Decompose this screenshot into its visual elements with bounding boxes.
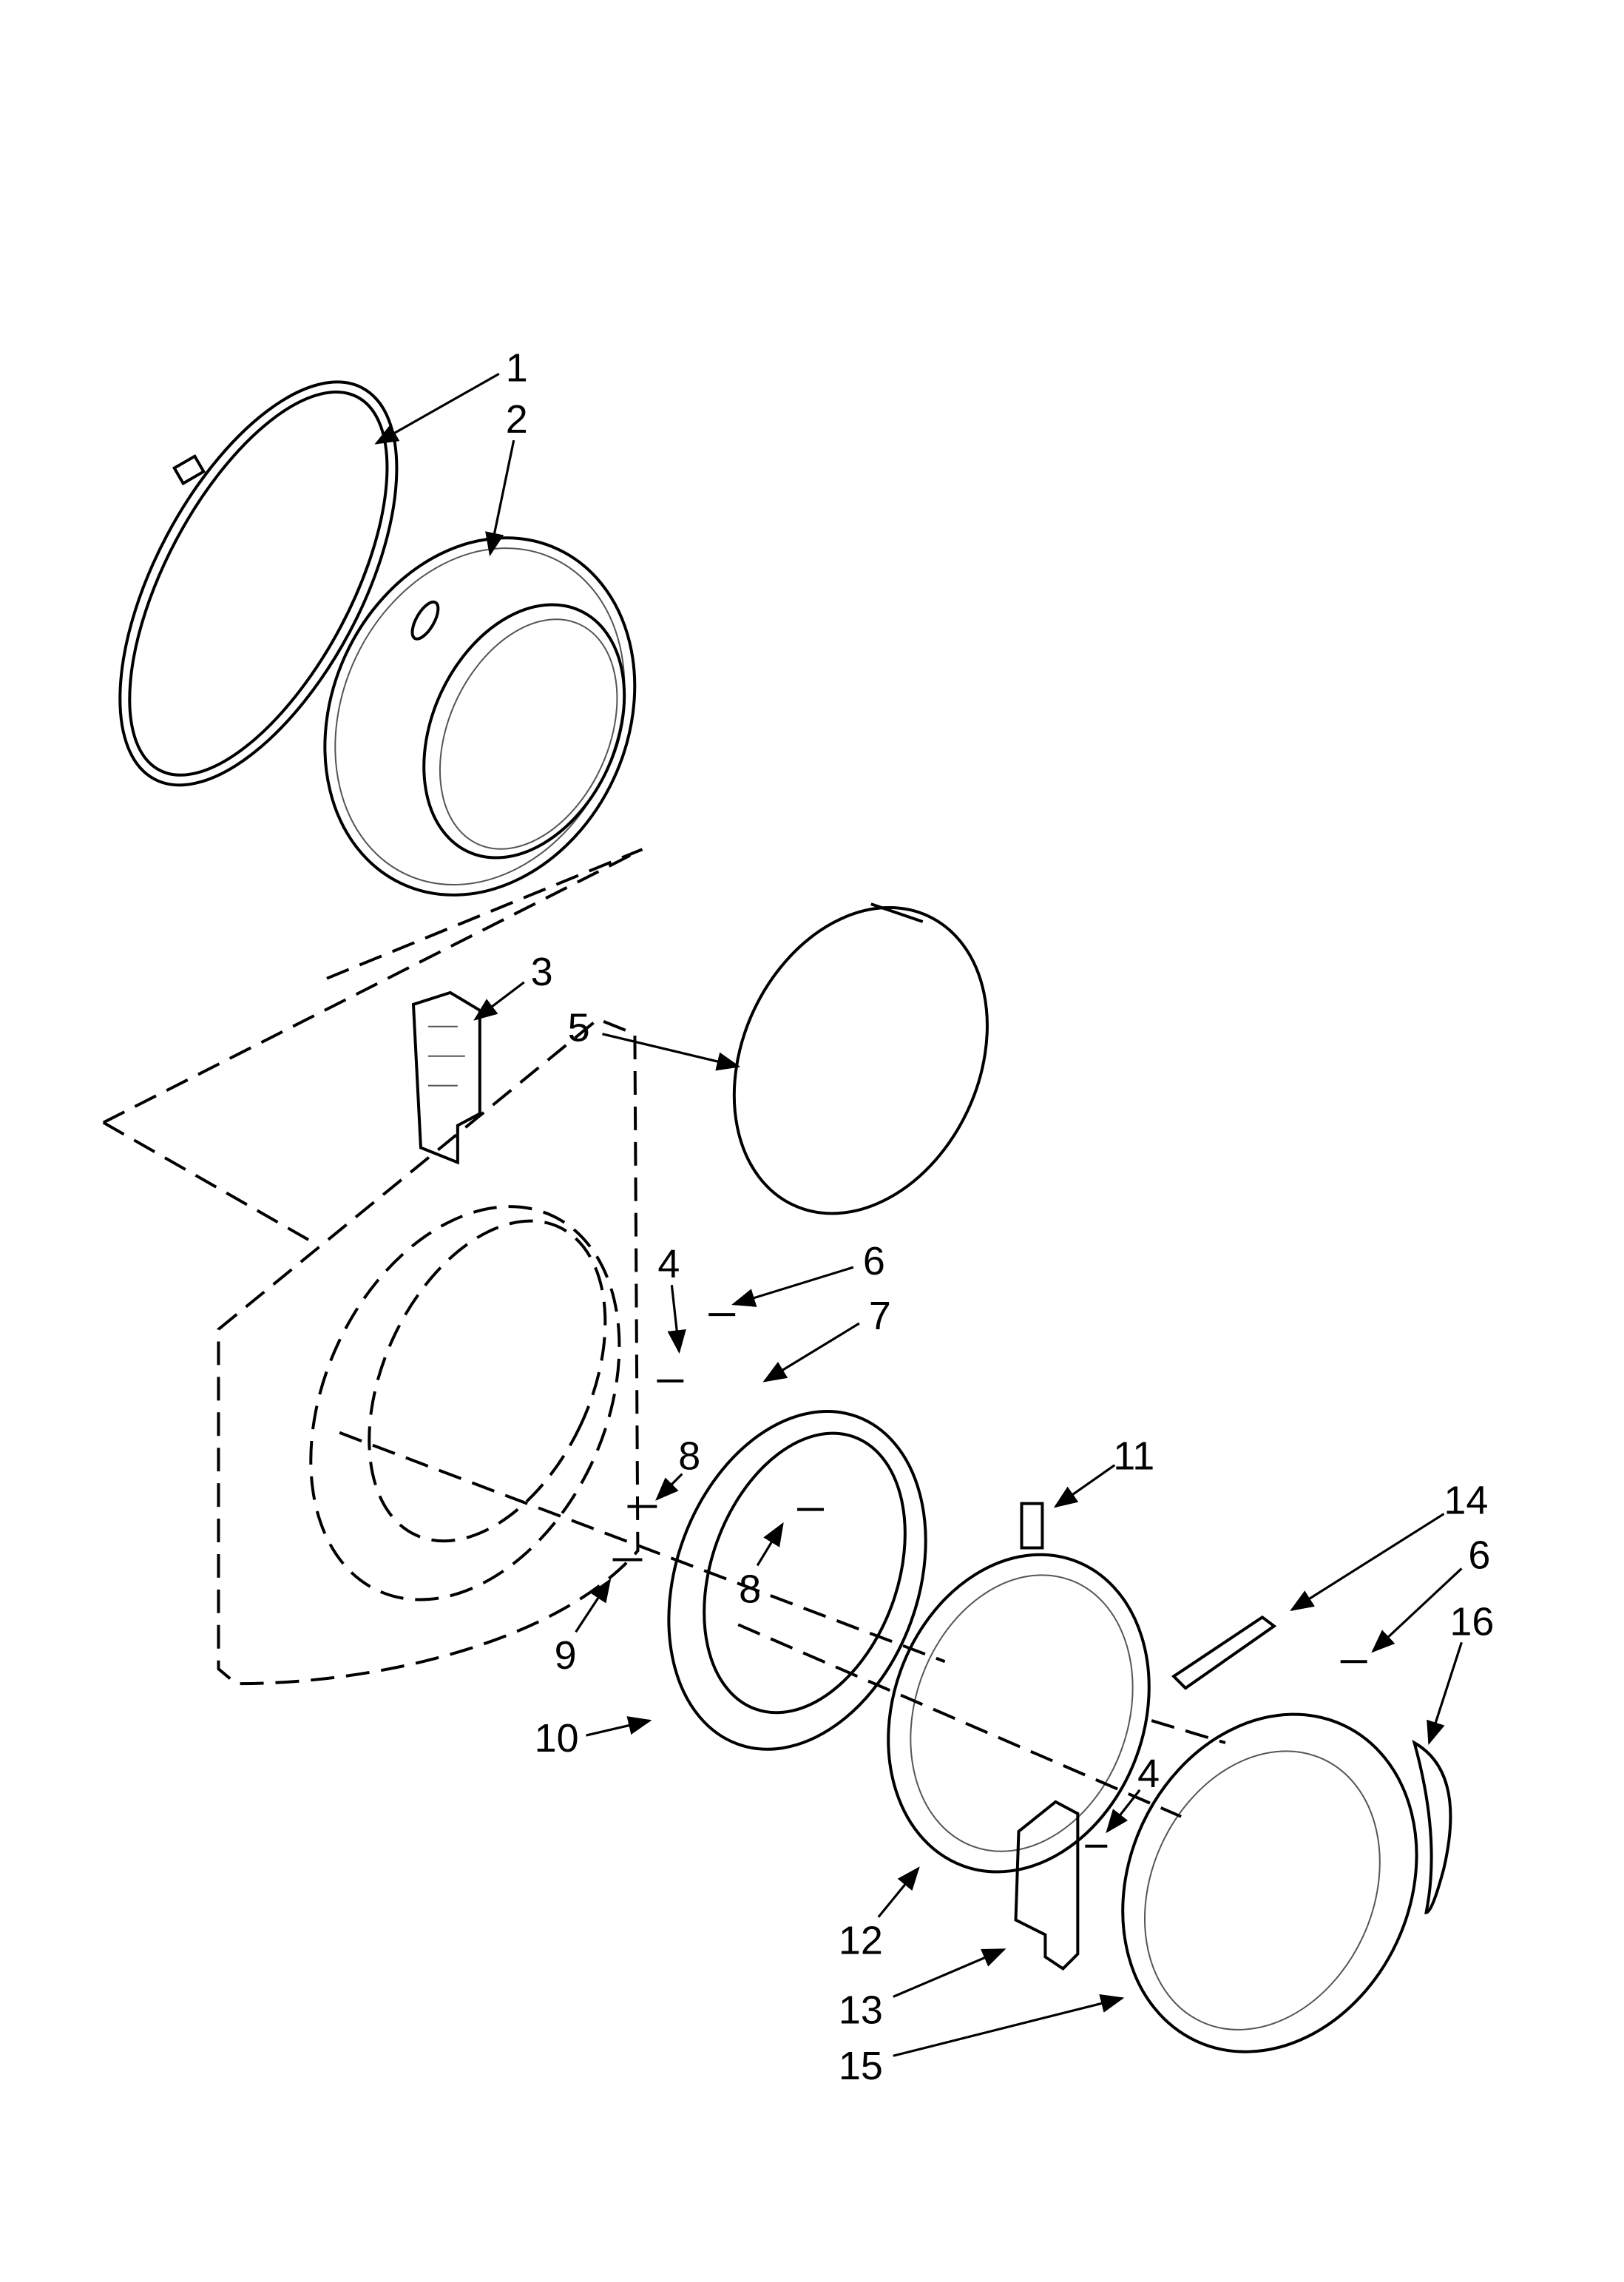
callout-8b: 8 [739, 1567, 761, 1611]
clamp-part [118, 380, 399, 787]
outer-door-frame-part [667, 1410, 927, 1751]
outer-door-part [1121, 1712, 1418, 2053]
callout-2: 2 [506, 397, 528, 442]
strike-part [1020, 1502, 1044, 1550]
door-lock-part [411, 990, 481, 1165]
callout-14: 14 [1444, 1479, 1488, 1523]
callout-3: 3 [531, 950, 553, 994]
callout-16: 16 [1449, 1599, 1494, 1644]
door-glass-ring-part [732, 902, 989, 1215]
callout-5: 5 [568, 1006, 590, 1050]
boot-seal-part [323, 536, 637, 897]
assembly-axis-line [339, 1431, 1226, 1818]
callout-8: 8 [678, 1434, 700, 1479]
hinge-bracket-part [1171, 1615, 1277, 1690]
callout-12: 12 [839, 1918, 883, 1962]
inner-door-glass-part [887, 1553, 1151, 1874]
screws [612, 1313, 1367, 1848]
callout-6b: 6 [1468, 1533, 1490, 1577]
callout-4b: 4 [1137, 1752, 1160, 1796]
front-panel-outline [102, 848, 643, 1686]
callout-4: 4 [657, 1242, 680, 1286]
callout-7: 7 [869, 1294, 891, 1338]
callout-15: 15 [839, 2044, 883, 2088]
door-handle-part [1412, 1739, 1452, 1914]
callout-13: 13 [839, 1988, 883, 2032]
callout-10: 10 [535, 1716, 579, 1761]
callout-9: 9 [555, 1633, 577, 1678]
callout-1: 1 [506, 345, 528, 390]
callout-6: 6 [863, 1239, 885, 1283]
leader-lines [374, 372, 1463, 2057]
hinge-part [1014, 1800, 1080, 1971]
callout-11: 11 [1113, 1434, 1154, 1479]
